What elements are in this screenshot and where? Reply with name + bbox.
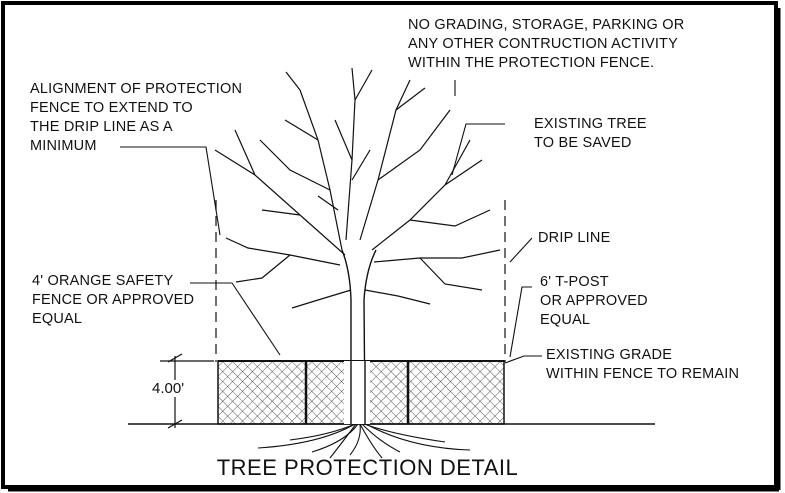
protection-fence xyxy=(217,360,505,425)
leader-lines xyxy=(120,80,542,364)
tree-branches xyxy=(214,67,501,309)
t-post-note: 6' T-POST OR APPROVED EQUAL xyxy=(540,274,648,328)
orange-fence-note: 4' ORANGE SAFETY FENCE OR APPROVED EQUAL xyxy=(32,273,195,327)
tree-roots xyxy=(257,423,471,459)
existing-grade-note: EXISTING GRADE WITHIN FENCE TO REMAIN xyxy=(546,347,740,382)
drawing-border xyxy=(1,1,778,489)
no-grading-note: NO GRADING, STORAGE, PARKING OR ANY OTHE… xyxy=(408,17,685,71)
existing-tree-note: EXISTING TREE TO BE SAVED xyxy=(534,116,647,151)
detail-title: TREE PROTECTION DETAIL xyxy=(216,455,519,480)
drip-line-note: DRIP LINE xyxy=(538,230,611,246)
alignment-note: ALIGNMENT OF PROTECTION FENCE TO EXTEND … xyxy=(30,81,243,154)
drip-line-markers xyxy=(215,200,506,362)
height-dimension-label: 4.00' xyxy=(152,380,185,397)
